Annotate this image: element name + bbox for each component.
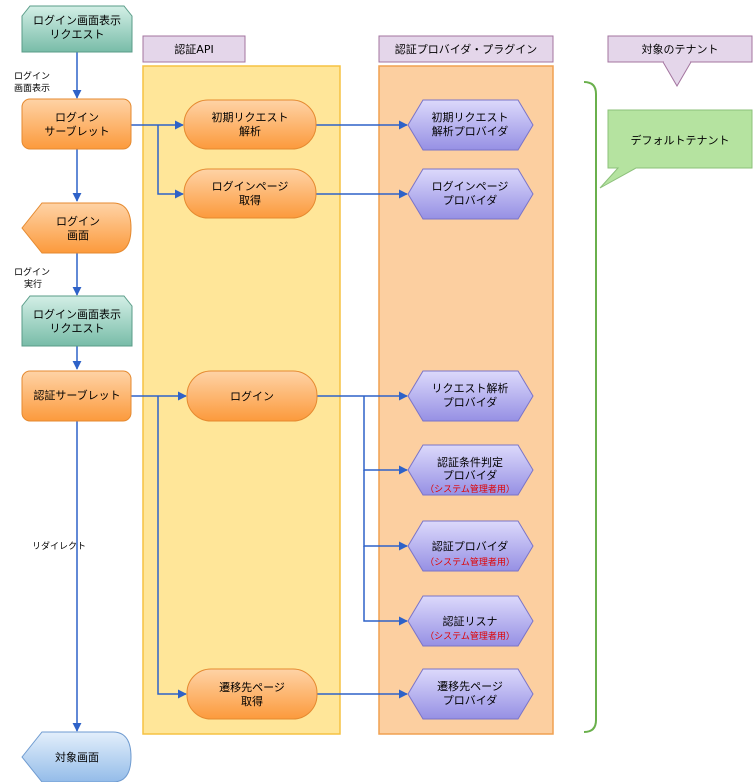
admin-note: （システム管理者用） — [425, 630, 515, 642]
lane-title-tenant: 対象のテナント — [642, 42, 719, 56]
admin-note: （システム管理者用） — [425, 483, 515, 495]
svg-text:遷移先ページプロバイダ: 遷移先ページプロバイダ — [437, 680, 503, 707]
provider-auth: 認証プロバイダ （システム管理者用） — [407, 520, 534, 572]
svg-text:ログインサーブレット: ログインサーブレット — [44, 110, 109, 138]
lane-header-tenant: 対象のテナント — [607, 35, 753, 87]
svg-text:ログインページ取得: ログインページ取得 — [212, 179, 289, 207]
svg-text:認証リスナ: 認証リスナ — [443, 614, 498, 628]
label-login-display: ログイン画面表示 — [14, 70, 50, 94]
svg-text:ログイン: ログイン — [230, 389, 274, 403]
api-init-parse-node: 初期リクエスト解析 — [183, 99, 317, 150]
auth-servlet-node: 認証サーブレット — [21, 370, 132, 422]
provider-auth-condition: 認証条件判定プロバイダ （システム管理者用） — [407, 444, 534, 496]
svg-text:初期リクエスト解析: 初期リクエスト解析 — [212, 110, 289, 138]
request-node-2: ログイン画面表示リクエスト — [21, 295, 133, 347]
admin-note: （システム管理者用） — [425, 556, 515, 568]
request-node-1: ログイン画面表示リクエスト — [21, 5, 133, 53]
svg-text:ログイン画面表示リクエスト: ログイン画面表示リクエスト — [33, 307, 121, 335]
svg-text:ログイン画面表示リクエスト: ログイン画面表示リクエスト — [33, 13, 121, 41]
login-servlet-node: ログインサーブレット — [21, 98, 132, 150]
api-dest-page-node: 遷移先ページ取得 — [186, 668, 318, 720]
label-login-execute: ログイン実行 — [14, 266, 50, 290]
svg-text:初期リクエスト解析プロバイダ: 初期リクエスト解析プロバイダ — [432, 110, 509, 138]
tenant-callout-text: デフォルトテナント — [631, 133, 730, 147]
svg-text:リクエスト解析プロバイダ: リクエスト解析プロバイダ — [432, 381, 509, 409]
svg-text:ログイン画面: ログイン画面 — [56, 214, 100, 242]
svg-text:リダイレクト: リダイレクト — [32, 540, 86, 552]
lane-title-plugin: 認証プロバイダ・プラグイン — [395, 42, 538, 56]
provider-dest-page: 遷移先ページプロバイダ — [407, 668, 534, 720]
tenant-callout: デフォルトテナント — [599, 109, 753, 189]
svg-text:認証サーブレット: 認証サーブレット — [33, 388, 120, 402]
provider-init-parse: 初期リクエスト解析プロバイダ — [407, 99, 534, 151]
svg-text:遷移先ページ取得: 遷移先ページ取得 — [219, 681, 285, 708]
provider-request-parse: リクエスト解析プロバイダ — [407, 370, 534, 422]
target-screen-node: 対象画面 — [21, 731, 132, 782]
lane-title-auth-api: 認証API — [174, 42, 213, 56]
svg-text:ログインページプロバイダ: ログインページプロバイダ — [432, 179, 509, 207]
login-screen-node: ログイン画面 — [21, 202, 132, 254]
provider-login-page: ログインページプロバイダ — [407, 168, 534, 220]
svg-text:認証条件判定プロバイダ: 認証条件判定プロバイダ — [437, 455, 503, 482]
api-login-page-node: ログインページ取得 — [183, 168, 317, 219]
provider-auth-listener: 認証リスナ （システム管理者用） — [407, 595, 534, 647]
svg-text:ログイン実行: ログイン実行 — [14, 266, 50, 290]
tenant-bracket — [583, 81, 597, 733]
lane-header-auth-api: 認証API — [142, 35, 246, 63]
svg-text:対象画面: 対象画面 — [55, 750, 99, 764]
connectors — [72, 52, 408, 732]
label-redirect: リダイレクト — [32, 540, 86, 552]
svg-text:認証プロバイダ: 認証プロバイダ — [432, 539, 509, 553]
svg-text:ログイン画面表示: ログイン画面表示 — [14, 70, 50, 94]
lane-header-plugin: 認証プロバイダ・プラグイン — [378, 35, 554, 63]
api-login-node: ログイン — [186, 370, 318, 422]
